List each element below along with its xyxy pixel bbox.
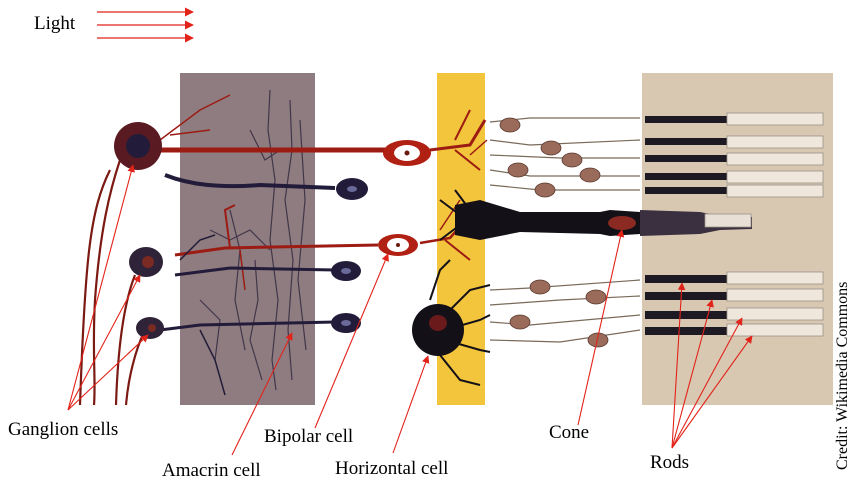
inner-plexiform-layer xyxy=(180,73,315,405)
bipolar-cell-label: Bipolar cell xyxy=(264,427,353,446)
pointer-ganglion-2 xyxy=(68,275,140,410)
pointer-horizontal xyxy=(393,356,428,453)
pointer-ganglion-1 xyxy=(68,165,133,410)
credit-text: Credit: Wikimedia Commons xyxy=(835,282,851,470)
cone-nucleus xyxy=(608,216,636,230)
rods-label: Rods xyxy=(650,453,689,472)
ganglion-cells-label: Ganglion cells xyxy=(8,420,118,439)
horizontal-cell-label: Horizontal cell xyxy=(335,459,448,478)
pointer-cone xyxy=(578,230,622,425)
cone-label: Cone xyxy=(549,423,589,442)
light-label: Light xyxy=(34,14,75,33)
pointer-ganglion-3 xyxy=(68,335,148,410)
amacrin-cell-label: Amacrin cell xyxy=(162,461,261,480)
light-arrows xyxy=(97,12,193,38)
